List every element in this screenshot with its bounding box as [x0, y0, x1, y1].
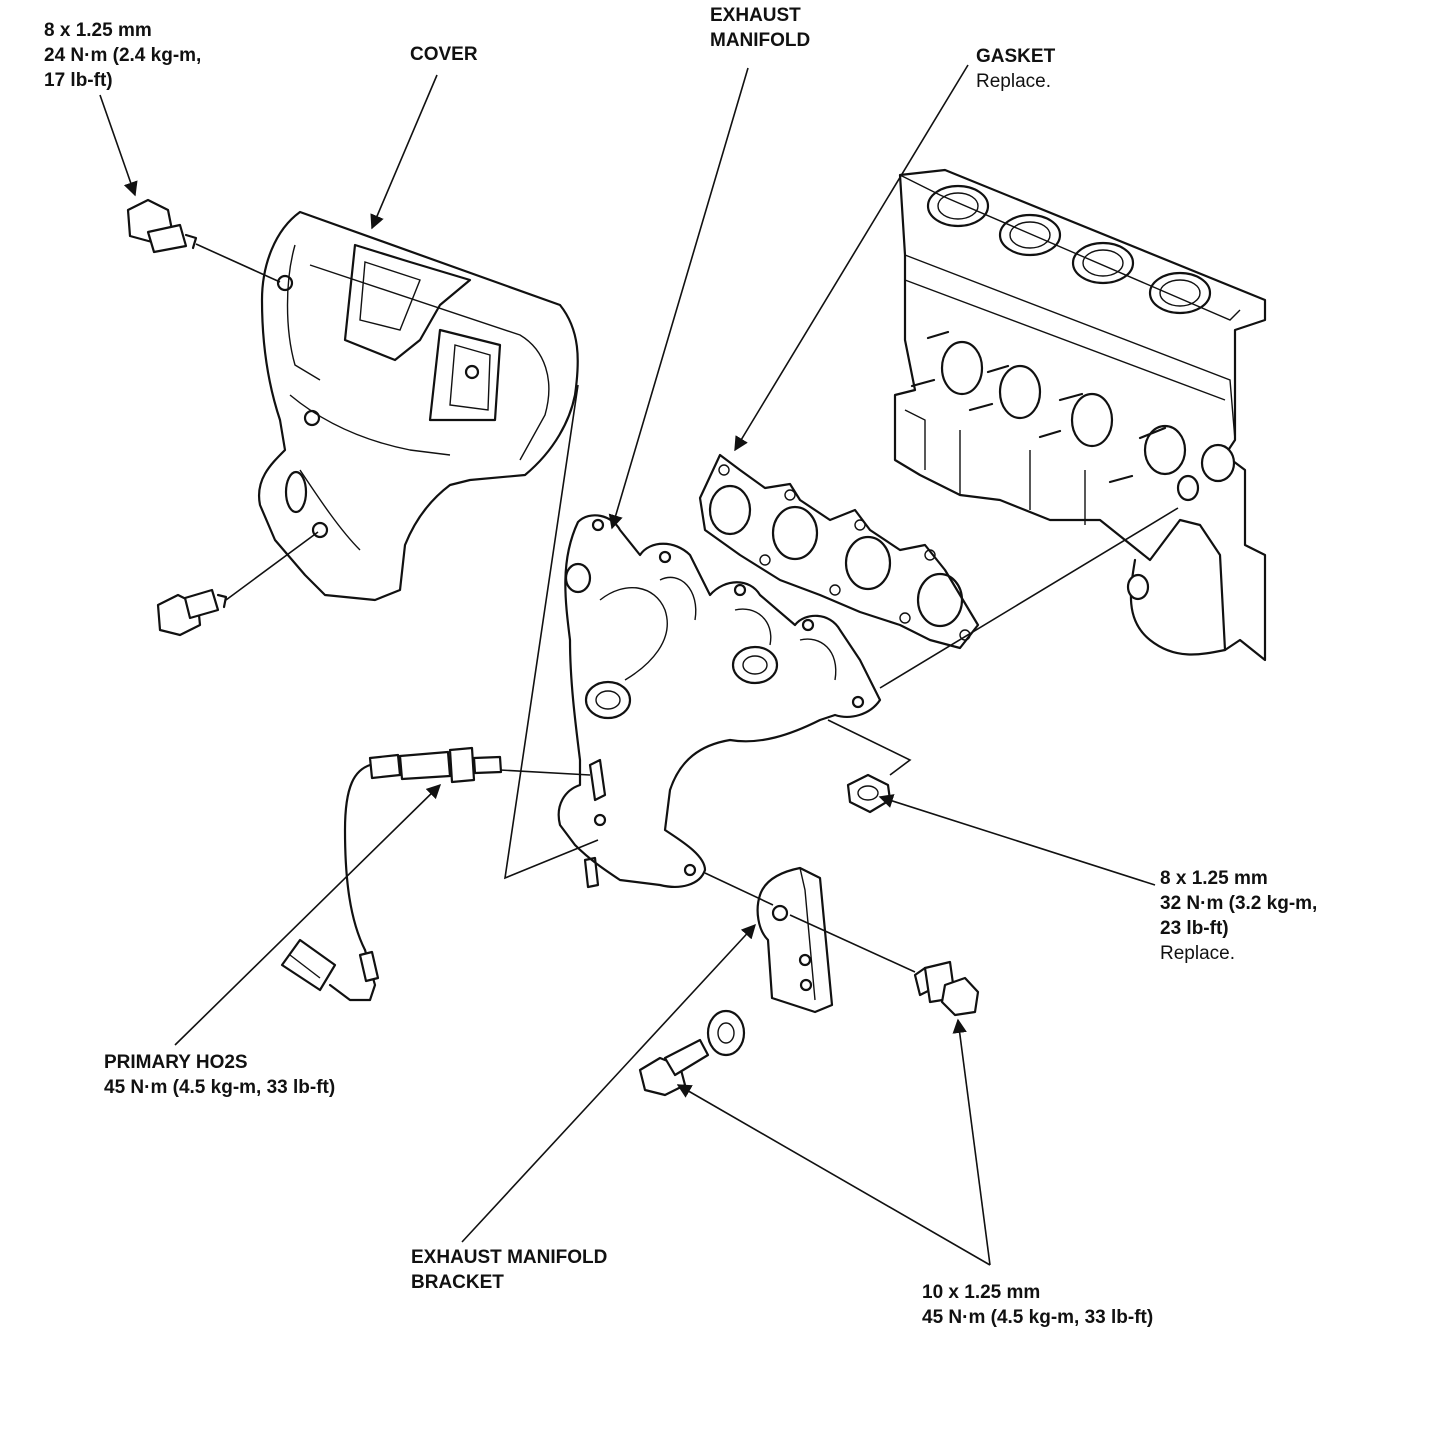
bracket-bolt-right [913, 960, 980, 1017]
manifold-to-head-leader [879, 507, 1179, 689]
gasket-label: GASKET [976, 46, 1056, 67]
bracket-bolt-size: 10 x 1.25 mm [922, 1282, 1041, 1303]
exhaust-manifold-arrow [608, 67, 749, 530]
cover-bolt-size: 8 x 1.25 mm [44, 20, 152, 41]
cover-bolt-torque: 24 N·m (2.4 kg-m, [44, 45, 202, 66]
gasket-note: Replace. [976, 71, 1051, 92]
cover-bolt-upper-leader [195, 243, 281, 283]
exhaust-manifold-label-2: MANIFOLD [710, 30, 811, 51]
exhaust-manifold-label-1: EXHAUST [710, 5, 801, 26]
bracket-bolt-torque: 45 N·m (4.5 kg-m, 33 lb-ft) [922, 1307, 1154, 1328]
cover-bolt-lower [156, 588, 228, 637]
exhaust-manifold-bracket [756, 866, 834, 1014]
manifold-nut-torque-lbft: 23 lb-ft) [1160, 918, 1229, 939]
gasket-arrow [734, 64, 969, 452]
manifold-nut-arrow [878, 794, 1156, 886]
primary-ho2s-callout: PRIMARY HO2S 45 N·m (4.5 kg-m, 33 lb-ft) [104, 1050, 335, 1100]
exhaust-manifold [557, 514, 882, 889]
primary-ho2s-torque: 45 N·m (4.5 kg-m, 33 lb-ft) [104, 1077, 336, 1098]
bracket-label-2: BRACKET [411, 1272, 504, 1293]
primary-ho2s-arrow [174, 783, 442, 1046]
cover-bolt-callout: 8 x 1.25 mm 24 N·m (2.4 kg-m, 17 lb-ft) [44, 18, 201, 93]
cover-mount-leader-1 [504, 384, 599, 880]
gasket-callout: GASKET Replace. [976, 44, 1055, 94]
bracket-bolt-leader [789, 914, 916, 973]
primary-ho2s-label: PRIMARY HO2S [104, 1052, 248, 1073]
cover-arrow [370, 74, 438, 230]
bracket-callout: EXHAUST MANIFOLD BRACKET [411, 1245, 607, 1295]
bracket-bolt-arrow-left [676, 1084, 991, 1266]
bracket-to-manifold-leader [704, 872, 774, 906]
cover-bolt-lower-leader [225, 531, 319, 601]
bracket-bolt-left [638, 1009, 746, 1097]
manifold-nut-torque: 32 N·m (3.2 kg-m, [1160, 893, 1318, 914]
bracket-label-1: EXHAUST MANIFOLD [411, 1247, 608, 1268]
gasket [698, 453, 980, 650]
manifold-nut [846, 773, 892, 814]
bracket-arrow [461, 923, 756, 1243]
bracket-bolt-callout: 10 x 1.25 mm 45 N·m (4.5 kg-m, 33 lb-ft) [922, 1280, 1153, 1330]
heat-shield-cover [257, 210, 579, 602]
cover-bolt-arrow [99, 94, 138, 197]
ho2s-leader [499, 769, 591, 776]
bracket-bolt-arrow-right [952, 1018, 991, 1266]
primary-ho2s-sensor [280, 746, 503, 1002]
exhaust-manifold-callout: EXHAUST MANIFOLD [710, 3, 810, 53]
manifold-nut-leader [827, 719, 912, 776]
manifold-nut-note: Replace. [1160, 943, 1235, 964]
manifold-nut-callout: 8 x 1.25 mm 32 N·m (3.2 kg-m, 23 lb-ft) … [1160, 866, 1317, 966]
manifold-nut-size: 8 x 1.25 mm [1160, 868, 1268, 889]
cover-callout: COVER [410, 42, 478, 67]
cylinder-head [893, 168, 1267, 662]
cover-bolt-upper [126, 198, 198, 254]
cover-bolt-torque-lbft: 17 lb-ft) [44, 70, 113, 91]
cover-label: COVER [410, 44, 478, 65]
